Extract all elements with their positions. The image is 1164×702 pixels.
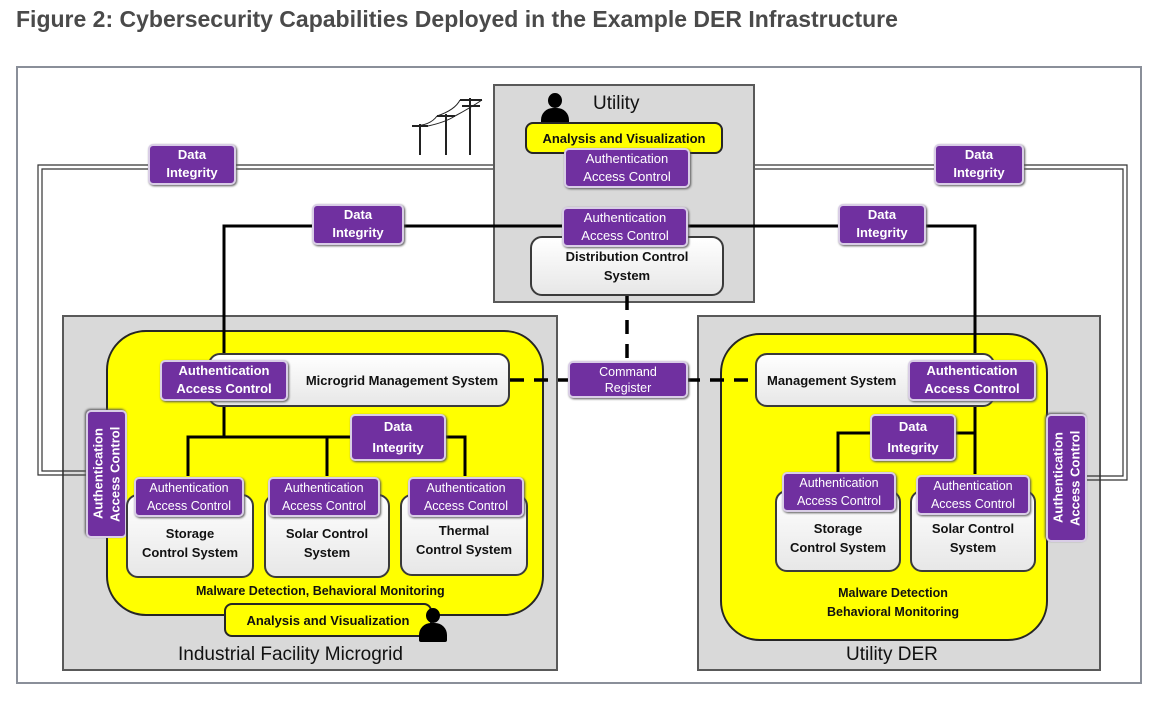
person-icon	[418, 608, 448, 642]
der-side-auth-access-control: Authentication Access Control	[1046, 414, 1087, 542]
microgrid-malware-detection: Malware Detection, Behavioral Monitoring	[196, 584, 445, 598]
power-pole-icon	[411, 98, 483, 155]
der-title: Utility DER	[846, 644, 938, 665]
microgrid-side-auth-access-control: Authentication Access Control	[86, 410, 127, 538]
utility-title: Utility	[593, 93, 640, 114]
microgrid-analysis-visualization: Analysis and Visualization	[224, 603, 432, 637]
figure-caption: Figure 2: Cybersecurity Capabilities Dep…	[16, 6, 898, 32]
microgrid-title: Industrial Facility Microgrid	[178, 644, 403, 665]
